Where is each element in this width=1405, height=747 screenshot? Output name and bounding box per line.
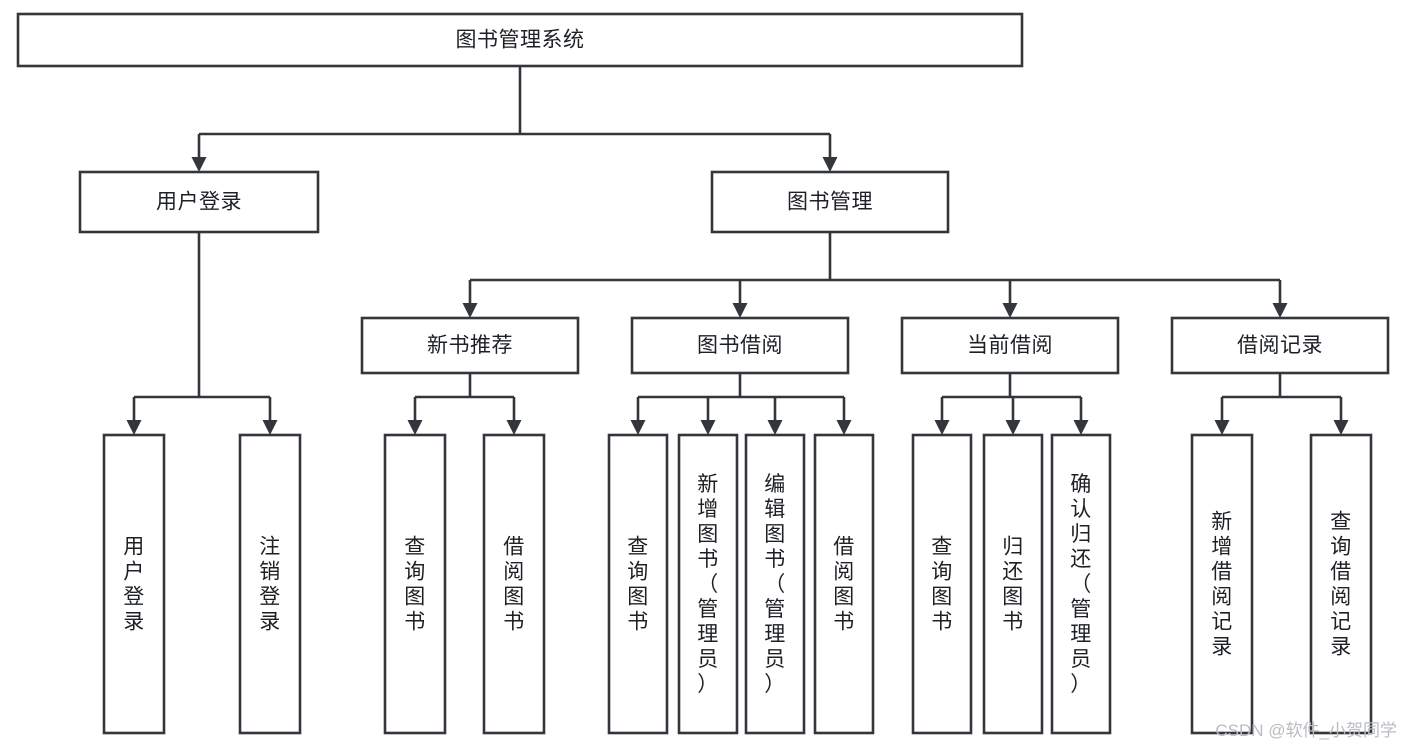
node-leaf-query-book-2[interactable]: 查询图书 xyxy=(607,433,669,735)
node-root[interactable]: 图书管理系统 xyxy=(16,12,1024,68)
node-box xyxy=(744,433,806,735)
connector-group-book-borrow xyxy=(630,373,852,435)
node-box xyxy=(1190,433,1254,735)
node-label: 图书管理 xyxy=(787,191,873,214)
node-leaf-query-book-3[interactable]: 查询图书 xyxy=(911,433,973,735)
node-box xyxy=(16,12,1024,68)
arrow-head-icon xyxy=(1333,420,1349,435)
arrow-head-icon xyxy=(836,420,852,435)
node-leaf-add-book[interactable]: 新增图书（管理员） xyxy=(677,433,739,735)
node-label: 新书推荐 xyxy=(427,334,513,357)
arrow-head-icon xyxy=(191,157,207,172)
node-leaf-borrow-book-1[interactable]: 借阅图书 xyxy=(482,433,546,735)
connector-group-book-manage xyxy=(462,232,1288,318)
node-box xyxy=(383,433,447,735)
node-label: 借阅图书 xyxy=(503,536,525,634)
node-label: 用户登录 xyxy=(123,536,145,634)
arrow-head-icon xyxy=(1272,303,1288,318)
node-leaf-borrow-book-2[interactable]: 借阅图书 xyxy=(813,433,875,735)
node-leaf-query-record[interactable]: 查询借阅记录 xyxy=(1309,433,1373,735)
nodes-layer: 图书管理系统用户登录图书管理新书推荐图书借阅当前借阅借阅记录用户登录注销登录查询… xyxy=(16,12,1390,735)
node-new-book-rec[interactable]: 新书推荐 xyxy=(360,316,580,375)
node-box xyxy=(911,433,973,735)
connectors-layer xyxy=(126,66,1349,435)
arrow-head-icon xyxy=(700,420,716,435)
node-box xyxy=(630,316,850,375)
node-box xyxy=(710,170,950,234)
node-current-borrow[interactable]: 当前借阅 xyxy=(900,316,1120,375)
node-label: 查询图书 xyxy=(404,536,426,634)
arrow-head-icon xyxy=(630,420,646,435)
arrow-head-icon xyxy=(1005,420,1021,435)
node-label: 当前借阅 xyxy=(967,334,1053,357)
node-box xyxy=(813,433,875,735)
node-label: 归还图书 xyxy=(1002,536,1024,634)
arrow-head-icon xyxy=(407,420,423,435)
node-leaf-user-login[interactable]: 用户登录 xyxy=(102,433,166,735)
arrow-head-icon xyxy=(1002,303,1018,318)
node-leaf-edit-book[interactable]: 编辑图书（管理员） xyxy=(744,433,806,735)
arrow-head-icon xyxy=(1073,420,1089,435)
node-book-borrow[interactable]: 图书借阅 xyxy=(630,316,850,375)
node-borrow-record[interactable]: 借阅记录 xyxy=(1170,316,1390,375)
arrow-head-icon xyxy=(1214,420,1230,435)
connector-group-user-login xyxy=(126,232,278,435)
node-leaf-return-book[interactable]: 归还图书 xyxy=(982,433,1044,735)
node-box xyxy=(607,433,669,735)
node-label: 注销登录 xyxy=(259,536,281,634)
node-label: 确认归还（管理员） xyxy=(1070,473,1092,696)
node-label: 图书管理系统 xyxy=(456,29,585,52)
arrow-head-icon xyxy=(506,420,522,435)
connector-group-new-book-rec xyxy=(407,373,522,435)
node-box xyxy=(1309,433,1373,735)
arrow-head-icon xyxy=(126,420,142,435)
arrow-head-icon xyxy=(732,303,748,318)
node-label: 图书借阅 xyxy=(697,334,783,357)
node-label: 借阅记录 xyxy=(1237,334,1323,357)
node-box xyxy=(1050,433,1112,735)
arrow-head-icon xyxy=(462,303,478,318)
node-label: 借阅图书 xyxy=(833,536,855,634)
connector-group-borrow-record xyxy=(1214,373,1349,435)
connector-group-root xyxy=(191,66,838,172)
node-box xyxy=(360,316,580,375)
arrow-head-icon xyxy=(934,420,950,435)
node-box xyxy=(982,433,1044,735)
node-box xyxy=(677,433,739,735)
node-box xyxy=(102,433,166,735)
node-box xyxy=(482,433,546,735)
connector-group-current-borrow xyxy=(934,373,1089,435)
node-label: 查询图书 xyxy=(627,536,649,634)
node-leaf-user-logout[interactable]: 注销登录 xyxy=(238,433,302,735)
node-label: 新增借阅记录 xyxy=(1211,511,1233,659)
arrow-head-icon xyxy=(767,420,783,435)
node-label: 用户登录 xyxy=(156,191,242,214)
node-user-login[interactable]: 用户登录 xyxy=(78,170,320,234)
node-leaf-add-record[interactable]: 新增借阅记录 xyxy=(1190,433,1254,735)
node-label: 编辑图书（管理员） xyxy=(764,473,786,696)
node-leaf-query-book-1[interactable]: 查询图书 xyxy=(383,433,447,735)
node-book-manage[interactable]: 图书管理 xyxy=(710,170,950,234)
arrow-head-icon xyxy=(822,157,838,172)
node-box xyxy=(78,170,320,234)
node-label: 查询借阅记录 xyxy=(1330,511,1352,659)
node-label: 查询图书 xyxy=(931,536,953,634)
node-box xyxy=(900,316,1120,375)
node-leaf-confirm-return[interactable]: 确认归还（管理员） xyxy=(1050,433,1112,735)
node-box xyxy=(1170,316,1390,375)
node-box xyxy=(238,433,302,735)
arrow-head-icon xyxy=(262,420,278,435)
node-label: 新增图书（管理员） xyxy=(697,473,719,696)
